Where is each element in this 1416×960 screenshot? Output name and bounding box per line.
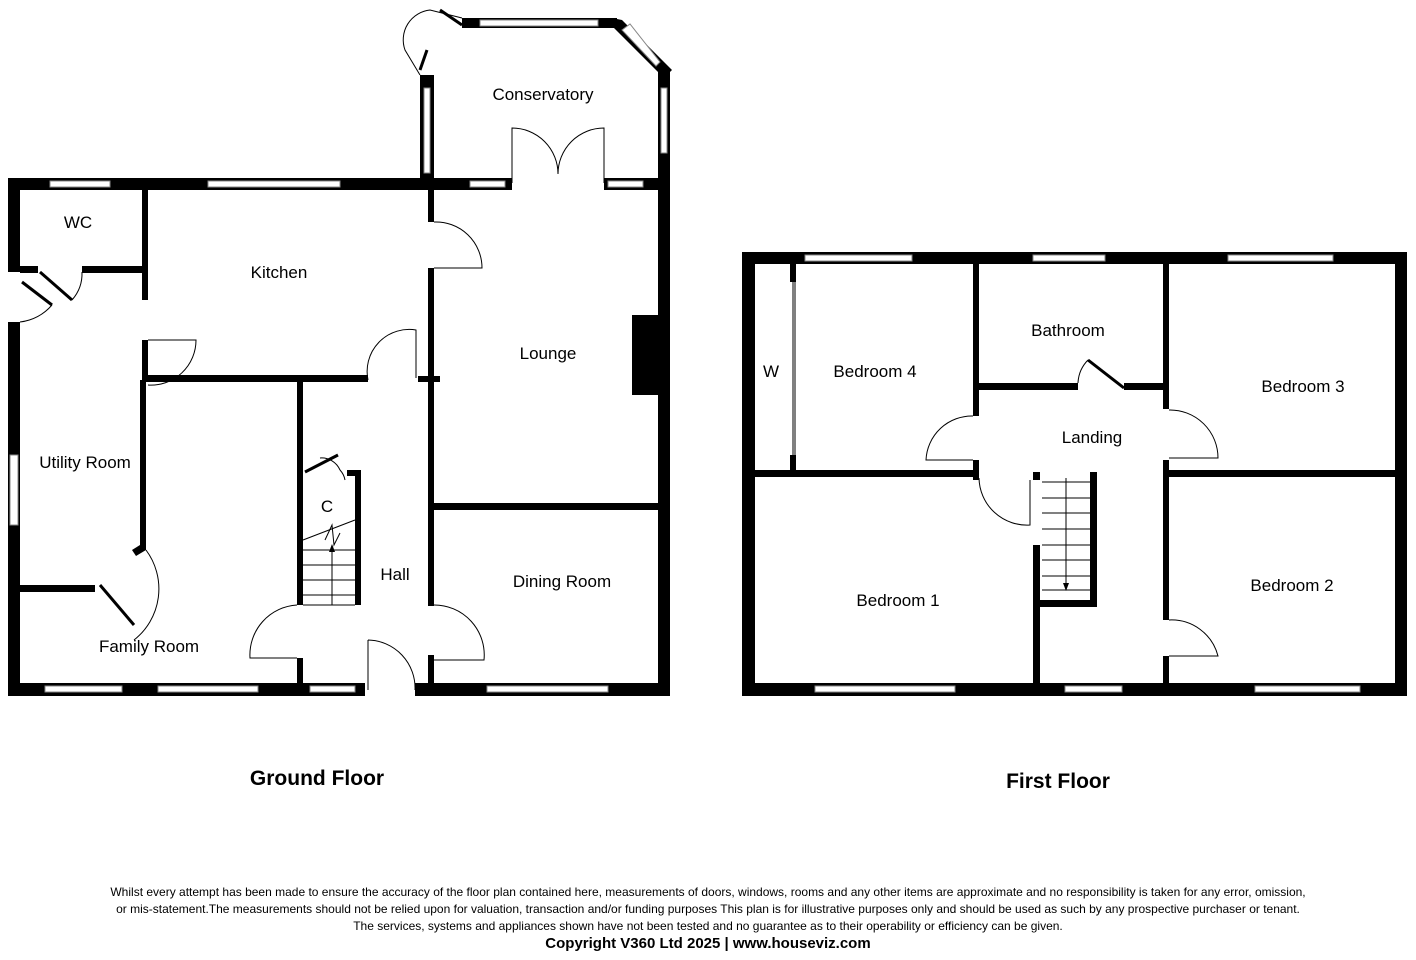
window — [1064, 685, 1123, 693]
disclaimer-line-1: Whilst every attempt has been made to en… — [110, 885, 1306, 899]
window — [1032, 254, 1106, 262]
disclaimer-line-2: or mis-statement.The measurements should… — [116, 902, 1300, 916]
ground-floor-doors — [19, 221, 485, 691]
copyright: Copyright V360 Ltd 2025 | www.houseviz.c… — [545, 935, 871, 952]
room-label-bedroom-2: Bedroom 2 — [1250, 576, 1333, 595]
chimney-breast — [632, 315, 658, 395]
room-label-dining-room: Dining Room — [513, 572, 611, 591]
conservatory-door-icon — [402, 9, 463, 76]
ground-floor-plan: WC Kitchen Lounge Conservatory Utility R… — [7, 8, 672, 790]
conservatory-walls — [402, 8, 672, 190]
wall-left — [742, 252, 755, 696]
disclaimer-line-3: The services, systems and appliances sho… — [353, 919, 1063, 933]
room-label-conservatory: Conservatory — [492, 85, 594, 104]
first-floor-plan: W Bedroom 4 Bathroom Bedroom 3 Landing B… — [742, 252, 1407, 793]
wall-right — [1395, 252, 1407, 696]
ground-floor-title: Ground Floor — [250, 767, 384, 790]
french-doors-icon — [511, 127, 605, 183]
room-label-kitchen: Kitchen — [251, 263, 308, 282]
room-label-bedroom-4: Bedroom 4 — [833, 362, 916, 381]
wall-left — [8, 178, 20, 696]
room-label-bathroom: Bathroom — [1031, 321, 1105, 340]
window — [44, 685, 123, 693]
window — [469, 180, 506, 188]
window — [207, 180, 341, 188]
room-label-family-room: Family Room — [99, 637, 199, 656]
room-label-lounge: Lounge — [520, 344, 577, 363]
window — [309, 685, 356, 693]
room-label-wardrobe: W — [763, 362, 779, 381]
wardrobe-sliding-door — [792, 282, 796, 455]
room-label-bedroom-1: Bedroom 1 — [856, 591, 939, 610]
wall-right — [658, 178, 670, 696]
window — [9, 454, 19, 526]
room-label-wc: WC — [64, 213, 92, 232]
window — [1254, 685, 1361, 693]
window — [804, 254, 913, 262]
room-label-hall: Hall — [380, 565, 409, 584]
first-floor-stairs — [1042, 478, 1090, 591]
first-floor-doors — [925, 358, 1219, 657]
window — [1227, 254, 1334, 262]
window — [486, 685, 609, 693]
room-label-cupboard: C — [321, 497, 333, 516]
first-floor-title: First Floor — [1006, 770, 1110, 793]
room-label-bedroom-3: Bedroom 3 — [1261, 377, 1344, 396]
room-label-landing: Landing — [1062, 428, 1123, 447]
room-label-utility-room: Utility Room — [39, 453, 131, 472]
window — [157, 685, 259, 693]
window — [607, 180, 644, 188]
window — [49, 180, 111, 188]
ground-floor-stairs — [302, 519, 356, 606]
window — [814, 685, 956, 693]
